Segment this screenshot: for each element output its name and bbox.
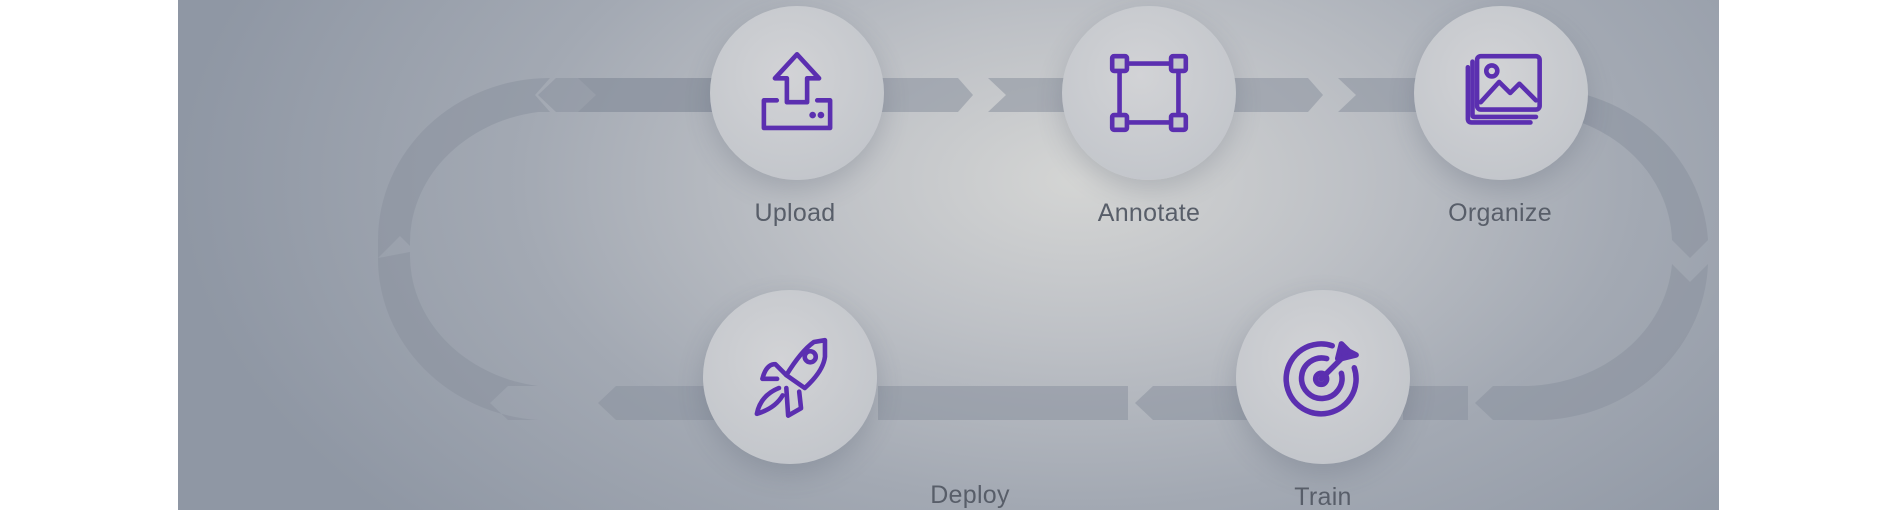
- arrow-segment: [377, 252, 538, 420]
- images-icon: [1465, 53, 1542, 125]
- step-deploy-label: Deploy: [930, 481, 1010, 509]
- workflow-loop: [377, 78, 1708, 421]
- arrow-segment: [1475, 386, 1528, 420]
- step-train-label: Train: [1294, 483, 1352, 510]
- bounding-box-icon: [1109, 53, 1189, 133]
- step-annotate-label: Annotate: [1097, 199, 1201, 227]
- step-upload[interactable]: [710, 6, 884, 180]
- arrow-segment: [578, 78, 733, 112]
- arrow-segment: [878, 386, 1128, 420]
- step-annotate[interactable]: [1062, 6, 1236, 180]
- arrow-segment: [1338, 78, 1418, 112]
- step-deploy[interactable]: [703, 290, 877, 464]
- arrow-segment: [1228, 78, 1323, 112]
- step-upload-label: Upload: [754, 199, 836, 227]
- workflow-diagram: Upload Annotate Organize: [178, 0, 1719, 510]
- arrow-segment: [378, 78, 550, 258]
- step-train[interactable]: [1236, 290, 1410, 464]
- step-organize[interactable]: [1414, 6, 1588, 180]
- arrow-segment: [988, 78, 1078, 112]
- arrow-segment: [878, 78, 973, 112]
- upload-icon: [761, 52, 833, 131]
- rocket-icon: [754, 337, 828, 418]
- step-organize-label: Organize: [1448, 199, 1552, 227]
- arrow-segment: [1528, 264, 1708, 421]
- arrow-segment: [1403, 386, 1468, 420]
- target-icon: [1283, 341, 1359, 417]
- arrow-segment: [1135, 386, 1258, 420]
- arrow-segment: [598, 386, 733, 420]
